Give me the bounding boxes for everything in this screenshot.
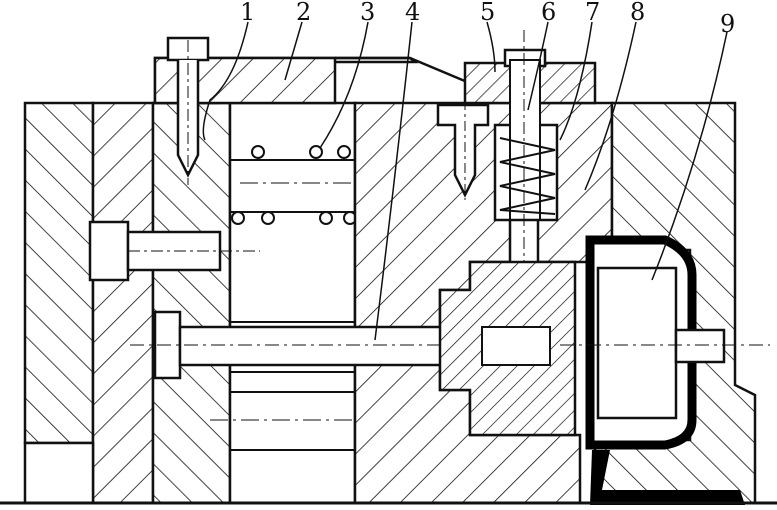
callout-3: 3 xyxy=(360,0,376,26)
callout-8: 8 xyxy=(630,0,646,26)
callout-leaders xyxy=(202,21,728,341)
ball-row-upper xyxy=(251,145,351,159)
cavity-insert xyxy=(210,101,380,505)
horizontal-screw-left xyxy=(88,220,260,282)
callout-6: 6 xyxy=(541,0,557,26)
socket-head-screw-left xyxy=(166,36,210,185)
locating-screw xyxy=(436,100,490,200)
callout-7: 7 xyxy=(585,0,601,26)
core-insert xyxy=(560,235,770,450)
side-slider xyxy=(438,260,577,437)
callout-1: 1 xyxy=(240,0,256,26)
top-clamp-plate xyxy=(153,56,511,105)
callout-9: 9 xyxy=(720,10,736,38)
callout-4: 4 xyxy=(405,0,421,26)
callout-5: 5 xyxy=(480,0,496,26)
compression-spring xyxy=(499,137,556,215)
ball-row-lower xyxy=(231,211,357,225)
callout-2: 2 xyxy=(296,0,312,26)
bottom-wedge xyxy=(590,450,745,505)
left-bottom-plate xyxy=(23,441,95,505)
left-outer-plate xyxy=(23,101,155,505)
